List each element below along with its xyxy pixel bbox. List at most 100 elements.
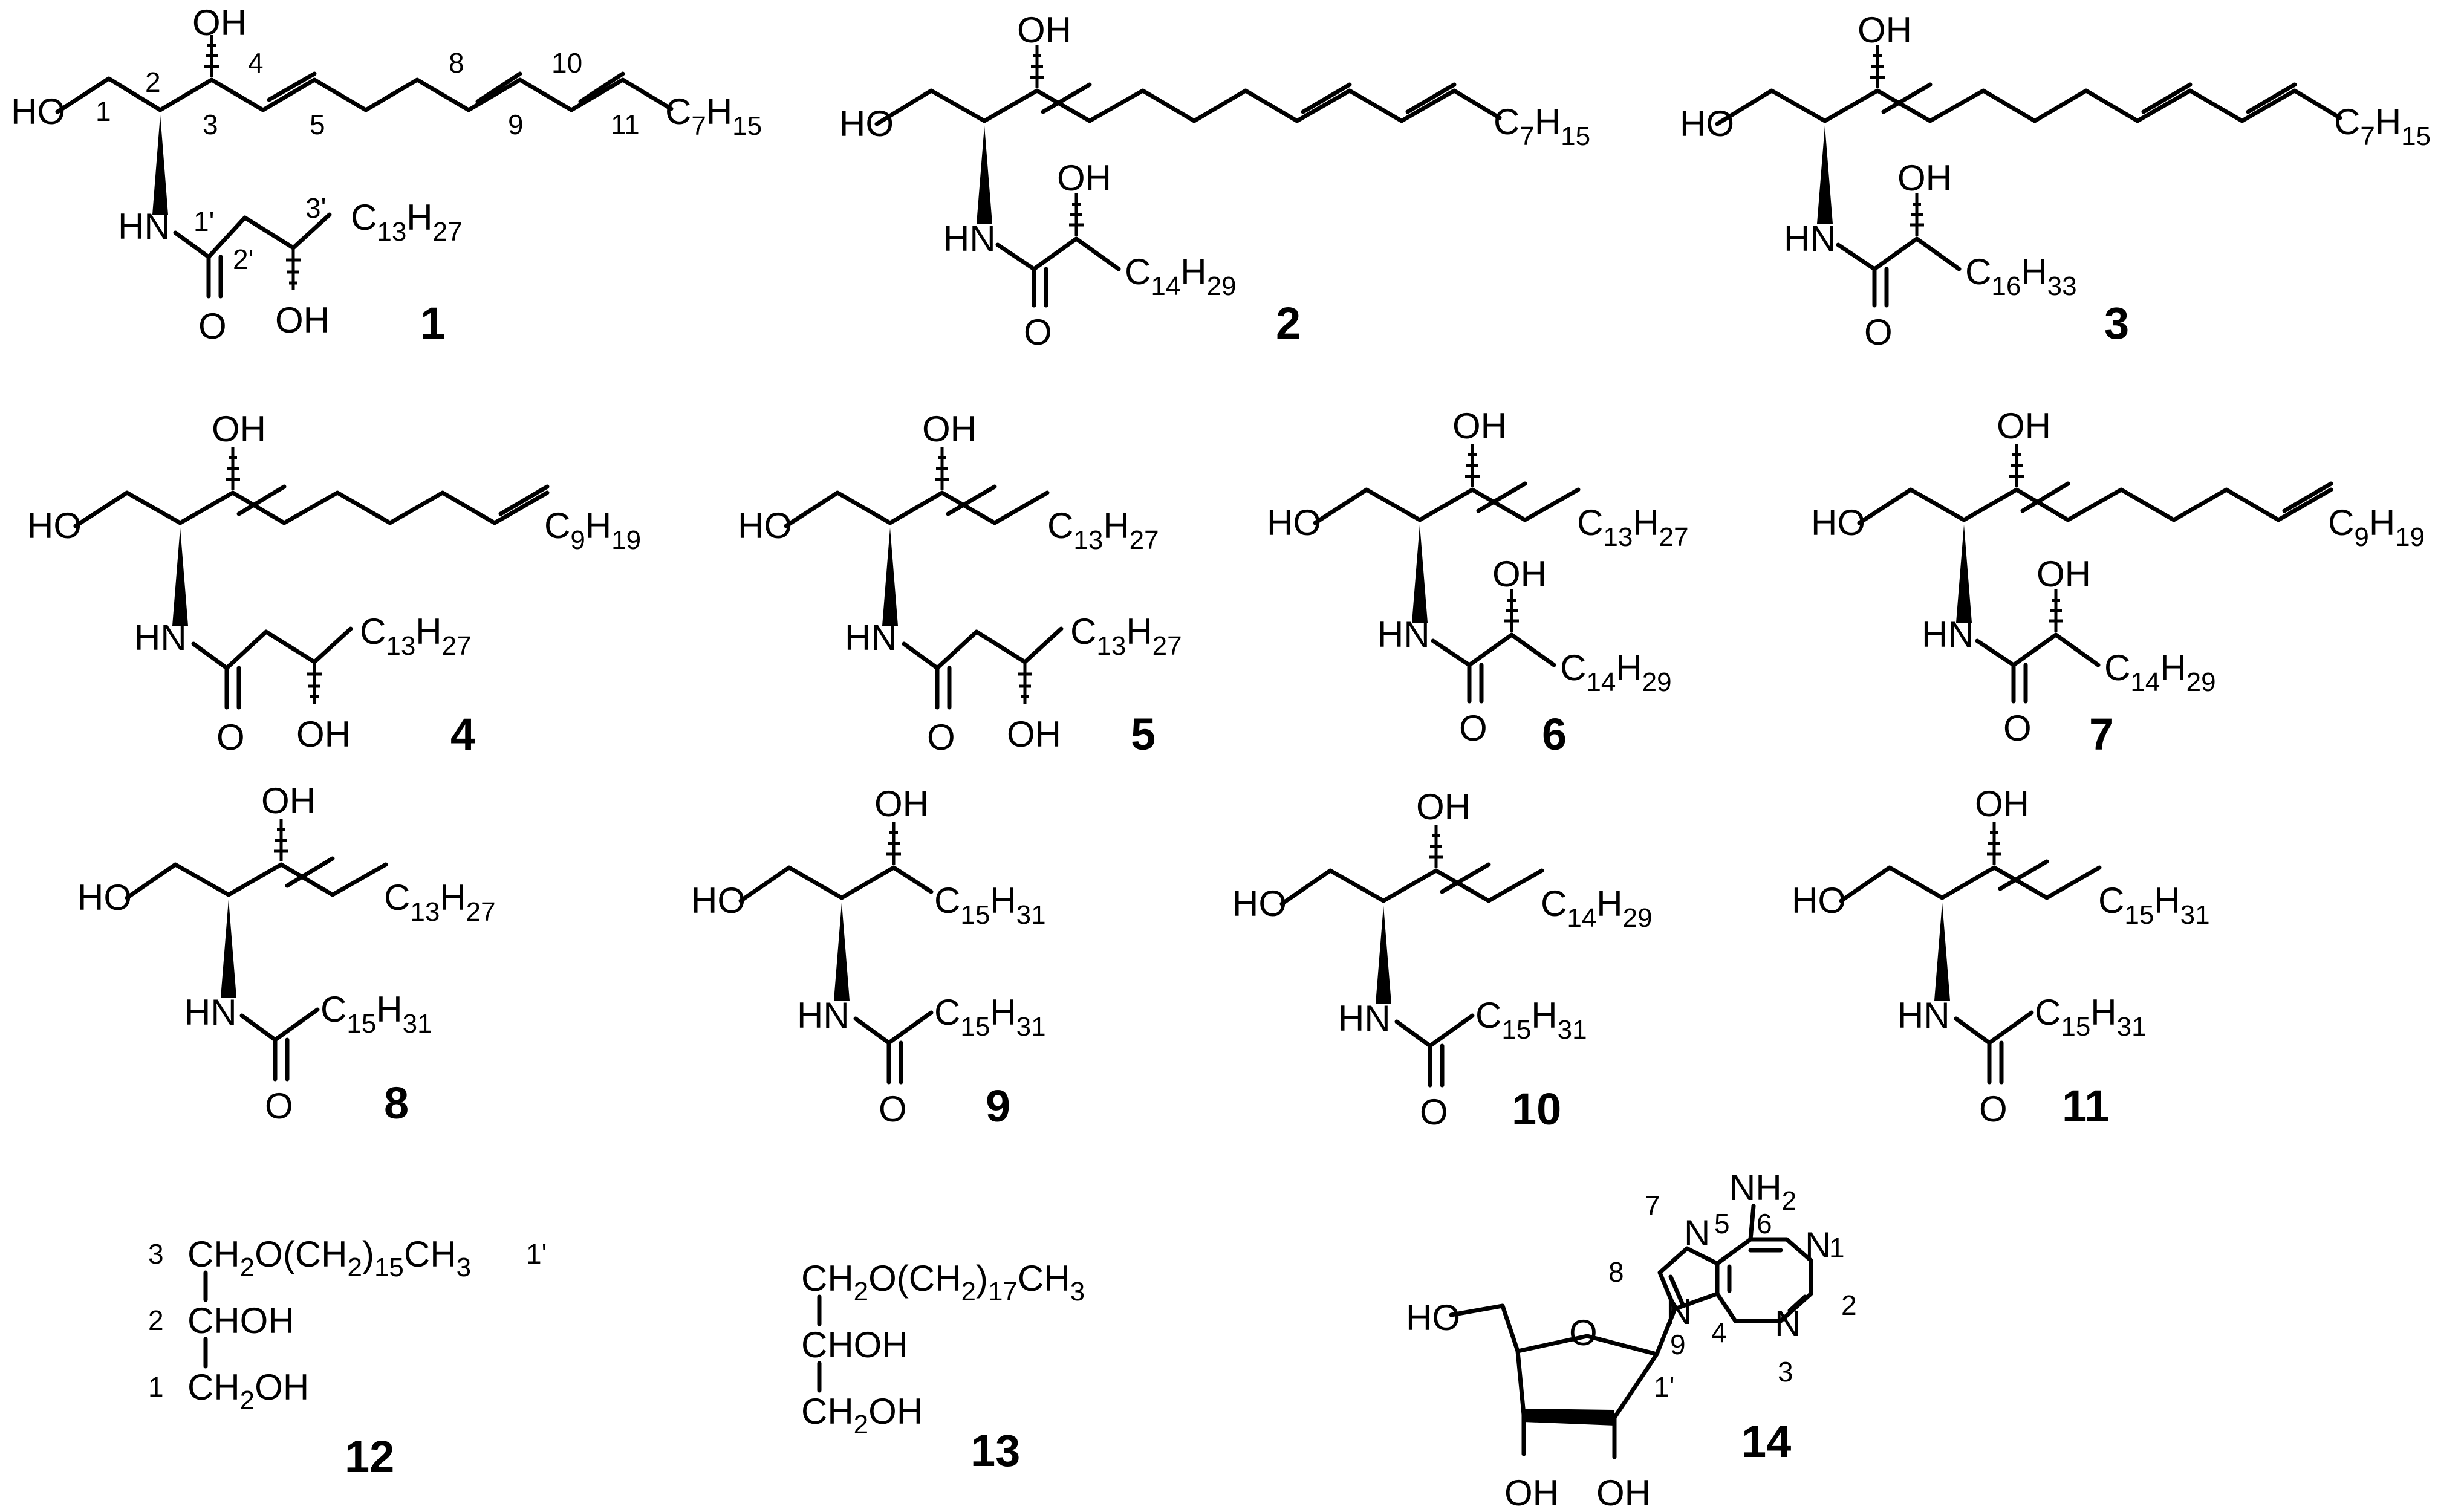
bold-wedge xyxy=(221,900,236,998)
hashed-wedge xyxy=(1987,822,2001,865)
chain-label: C16H33 xyxy=(1965,251,2077,301)
ether-line: CH2O(CH2)17CH3 xyxy=(801,1258,1085,1306)
locant: 3 xyxy=(148,1238,164,1270)
nitrogen-label: N xyxy=(1666,1291,1692,1332)
compound-label: 1 xyxy=(420,298,445,348)
hydroxyl-label: HO xyxy=(691,880,746,921)
chain-label: C13H27 xyxy=(1070,611,1182,661)
compound-6: HO OH HN O OH C14H29 C13H27 6 xyxy=(1267,406,1689,759)
hydroxyl-label: OH xyxy=(922,409,977,449)
carbonyl-o-label: O xyxy=(927,717,955,758)
hydroxyl-label: OH xyxy=(1858,10,1912,50)
locant: 1' xyxy=(1654,1371,1674,1403)
amide-nh-label: HN xyxy=(1784,218,1836,259)
compound-13: CH2O(CH2)17CH3 CHOH CH2OH 13 xyxy=(801,1258,1085,1476)
locant: 9 xyxy=(1670,1329,1686,1360)
hashed-wedge xyxy=(1504,589,1519,632)
bold-wedge xyxy=(1524,1409,1614,1426)
chain-label: C14H29 xyxy=(1125,251,1237,301)
compound-label: 14 xyxy=(1741,1416,1791,1467)
hydroxyl-label: HO xyxy=(77,877,132,918)
carbonyl-o-label: O xyxy=(1979,1089,2007,1129)
compound-9: HO OH HN O C15H31 C15H31 9 xyxy=(691,784,1046,1131)
hashed-wedge xyxy=(1870,45,1885,88)
locant: 1 xyxy=(148,1371,164,1403)
hydroxyl-label: OH xyxy=(275,300,330,340)
bold-wedge xyxy=(1934,903,1950,1001)
chain-label: C9H19 xyxy=(2328,502,2425,552)
hashed-wedge xyxy=(1465,444,1480,487)
hydroxyl-label: OH xyxy=(1492,554,1547,594)
bold-wedge xyxy=(834,903,850,1001)
hashed-wedge xyxy=(2009,444,2024,487)
amino-label: NH2 xyxy=(1729,1167,1796,1216)
chain-label: C7H15 xyxy=(2334,102,2431,151)
hydroxyl-label: OH xyxy=(1897,158,1952,198)
carbonyl-o-label: O xyxy=(1459,708,1487,748)
nitrogen-label: N xyxy=(1775,1303,1801,1344)
hydroxyl-label: HO xyxy=(839,103,894,144)
chain-label: C13H27 xyxy=(360,611,472,661)
amide-nh-label: HN xyxy=(184,992,237,1033)
chain-label: C13H27 xyxy=(351,197,463,247)
amide-nh-label: HN xyxy=(1377,614,1430,655)
hydroxyl-label: OH xyxy=(1452,406,1507,446)
compound-11: HO OH HN O C15H31 C15H31 11 xyxy=(1792,784,2210,1131)
locant: 2' xyxy=(233,244,253,275)
compound-14: NH2 N N N N O HO OH OH 7 5 6 1 8 2 4 9 3… xyxy=(1406,1167,1857,1512)
hashed-wedge xyxy=(286,248,301,290)
chain-label: C15H31 xyxy=(320,989,432,1039)
hashed-wedge xyxy=(886,822,901,865)
compound-7: HO OH HN O OH C14H29 C9H19 7 xyxy=(1811,406,2425,759)
chain-label: C13H27 xyxy=(1047,505,1159,555)
locant: 3' xyxy=(305,192,326,224)
hashed-wedge xyxy=(1030,45,1044,88)
hydroxyl-label: OH xyxy=(1057,158,1111,198)
hydroxyl-label: OH xyxy=(1007,714,1061,754)
locant: 10 xyxy=(551,47,582,79)
hydroxyl-label: OH xyxy=(192,2,247,43)
carbonyl-o-label: O xyxy=(198,306,227,346)
chain-label: C14H29 xyxy=(1541,883,1653,933)
chain-label: C13H27 xyxy=(384,877,496,927)
compound-label: 4 xyxy=(450,709,475,759)
locant: 1' xyxy=(526,1238,547,1270)
hydroxyl-label: OH xyxy=(1975,784,2029,824)
locant: 2 xyxy=(1841,1290,1857,1321)
compound-label: 6 xyxy=(1542,709,1567,759)
ch2oh-line: CH2OH xyxy=(801,1391,923,1439)
hydroxyl-label: OH xyxy=(1017,10,1071,50)
bold-wedge xyxy=(172,528,188,626)
hydroxyl-label: HO xyxy=(1792,880,1846,921)
ch2oh-line: CH2OH xyxy=(187,1367,309,1415)
locant: 1' xyxy=(193,206,214,237)
bold-wedge xyxy=(1817,126,1833,224)
hashed-wedge xyxy=(1018,662,1032,704)
locant: 1 xyxy=(1829,1232,1845,1264)
locant: 1 xyxy=(96,96,111,127)
compound-label: 13 xyxy=(970,1426,1020,1476)
chain-label: C15H31 xyxy=(2035,992,2147,1042)
bold-wedge xyxy=(1412,525,1428,623)
bold-wedge xyxy=(152,115,168,215)
hydroxyl-label: OH xyxy=(296,714,351,754)
locant: 6 xyxy=(1757,1208,1772,1239)
locant: 3 xyxy=(1778,1356,1793,1387)
hydroxyl-label: HO xyxy=(1267,502,1321,543)
locant: 5 xyxy=(1714,1208,1730,1239)
chain-label: C13H27 xyxy=(1577,502,1689,552)
chain-label: C15H31 xyxy=(934,880,1046,930)
nitrogen-label: N xyxy=(1684,1213,1710,1253)
compound-12: CH2O(CH2)15CH3 CHOH CH2OH 3 2 1 1' 12 xyxy=(148,1234,547,1482)
locant: 8 xyxy=(449,47,464,79)
carbonyl-o-label: O xyxy=(2003,708,2032,748)
hashed-wedge xyxy=(274,819,288,861)
locant: 3 xyxy=(203,109,218,140)
bold-wedge xyxy=(882,528,898,626)
hydroxyl-label: OH xyxy=(1504,1473,1559,1512)
compound-1: HO OH HN O OH C13H27 C7H15 1 2 3 4 5 8 9… xyxy=(11,2,762,348)
compound-label: 10 xyxy=(1512,1084,1561,1134)
hydroxyl-label: HO xyxy=(1232,883,1287,924)
